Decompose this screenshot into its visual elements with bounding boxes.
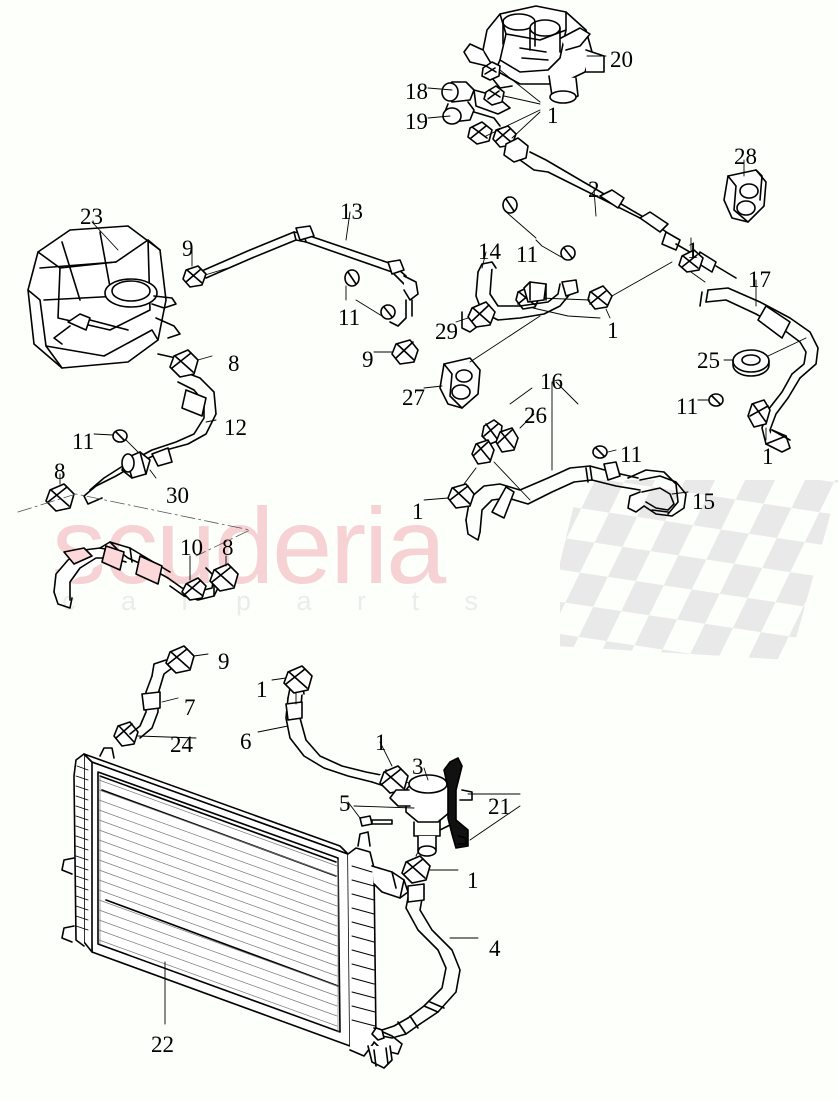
rubber-mount-28 <box>723 169 767 223</box>
callout-25: 25 <box>697 348 720 373</box>
callout-18: 18 <box>405 79 428 104</box>
callout-29: 29 <box>435 319 458 344</box>
mounting-bolt-5 <box>359 815 393 827</box>
temperature-sensor-30 <box>121 451 151 479</box>
callout-13: 13 <box>340 199 363 224</box>
bracket-21 <box>443 757 473 849</box>
return-hose-15 <box>627 469 679 515</box>
callout-11: 11 <box>620 442 643 467</box>
callout-11: 11 <box>72 429 95 454</box>
callout-1: 1 <box>412 499 424 524</box>
callout-11: 11 <box>516 242 539 267</box>
callout-26: 26 <box>524 403 547 428</box>
callout-8: 8 <box>222 535 234 560</box>
callout-21: 21 <box>488 794 511 819</box>
callout-4: 4 <box>489 936 501 961</box>
callout-8: 8 <box>228 351 240 376</box>
vent-line-13 <box>203 225 419 327</box>
callout-2: 2 <box>588 177 600 202</box>
clip-29 <box>467 301 496 328</box>
callout-1: 1 <box>762 444 774 469</box>
callout-22: 22 <box>151 1032 174 1057</box>
callout-20: 20 <box>610 47 633 72</box>
clip-24 <box>113 721 139 747</box>
callout-14: 14 <box>478 239 501 264</box>
callout-17: 17 <box>748 267 771 292</box>
radiator-22 <box>61 747 409 1069</box>
rubber-mount-27 <box>439 357 481 409</box>
callout-15: 15 <box>692 489 715 514</box>
seal-ring-25 <box>732 349 770 377</box>
callout-5: 5 <box>339 791 351 816</box>
bleed-hose-7 <box>129 659 173 739</box>
thermostat-housing-drawing <box>463 5 605 104</box>
callout-10: 10 <box>180 535 203 560</box>
callout-16: 16 <box>540 369 563 394</box>
callout-9: 9 <box>218 649 230 674</box>
callout-7: 7 <box>184 695 196 720</box>
callout-1: 1 <box>467 868 479 893</box>
retaining-clips-26 <box>471 419 519 465</box>
coolant-hose-16 <box>465 461 687 541</box>
callout-1: 1 <box>607 318 619 343</box>
callout-12: 12 <box>224 415 247 440</box>
callout-6: 6 <box>240 729 252 754</box>
callout-30: 30 <box>166 483 189 508</box>
clip-9-left <box>182 265 207 288</box>
callout-9: 9 <box>362 347 374 372</box>
heater-hose-10 <box>53 541 221 609</box>
callout-11: 11 <box>338 305 361 330</box>
callout-9: 9 <box>182 236 194 261</box>
callout-27: 27 <box>402 385 425 410</box>
spring-clamp-8-tank <box>169 349 199 378</box>
callout-24: 24 <box>170 732 193 757</box>
callout-19: 19 <box>405 109 428 134</box>
feed-hose-17 <box>699 287 819 453</box>
callout-28: 28 <box>734 144 757 169</box>
connector-pieces-18-19 <box>441 81 511 127</box>
callout-1: 1 <box>687 238 699 263</box>
callout-11: 11 <box>676 394 699 419</box>
clamps-group-top <box>467 61 517 148</box>
grommets-11-top <box>502 196 576 261</box>
tank-hose-12 <box>83 371 217 505</box>
expansion-tank-23 <box>27 225 183 369</box>
callout-1: 1 <box>256 677 268 702</box>
callout-1: 1 <box>547 103 559 128</box>
callout-8: 8 <box>54 459 66 484</box>
lower-radiator-hose-4 <box>371 883 461 1041</box>
callout-1: 1 <box>375 730 387 755</box>
spring-clamp-8-left <box>45 483 75 512</box>
callout-23: 23 <box>80 204 103 229</box>
callout-3: 3 <box>412 754 424 779</box>
